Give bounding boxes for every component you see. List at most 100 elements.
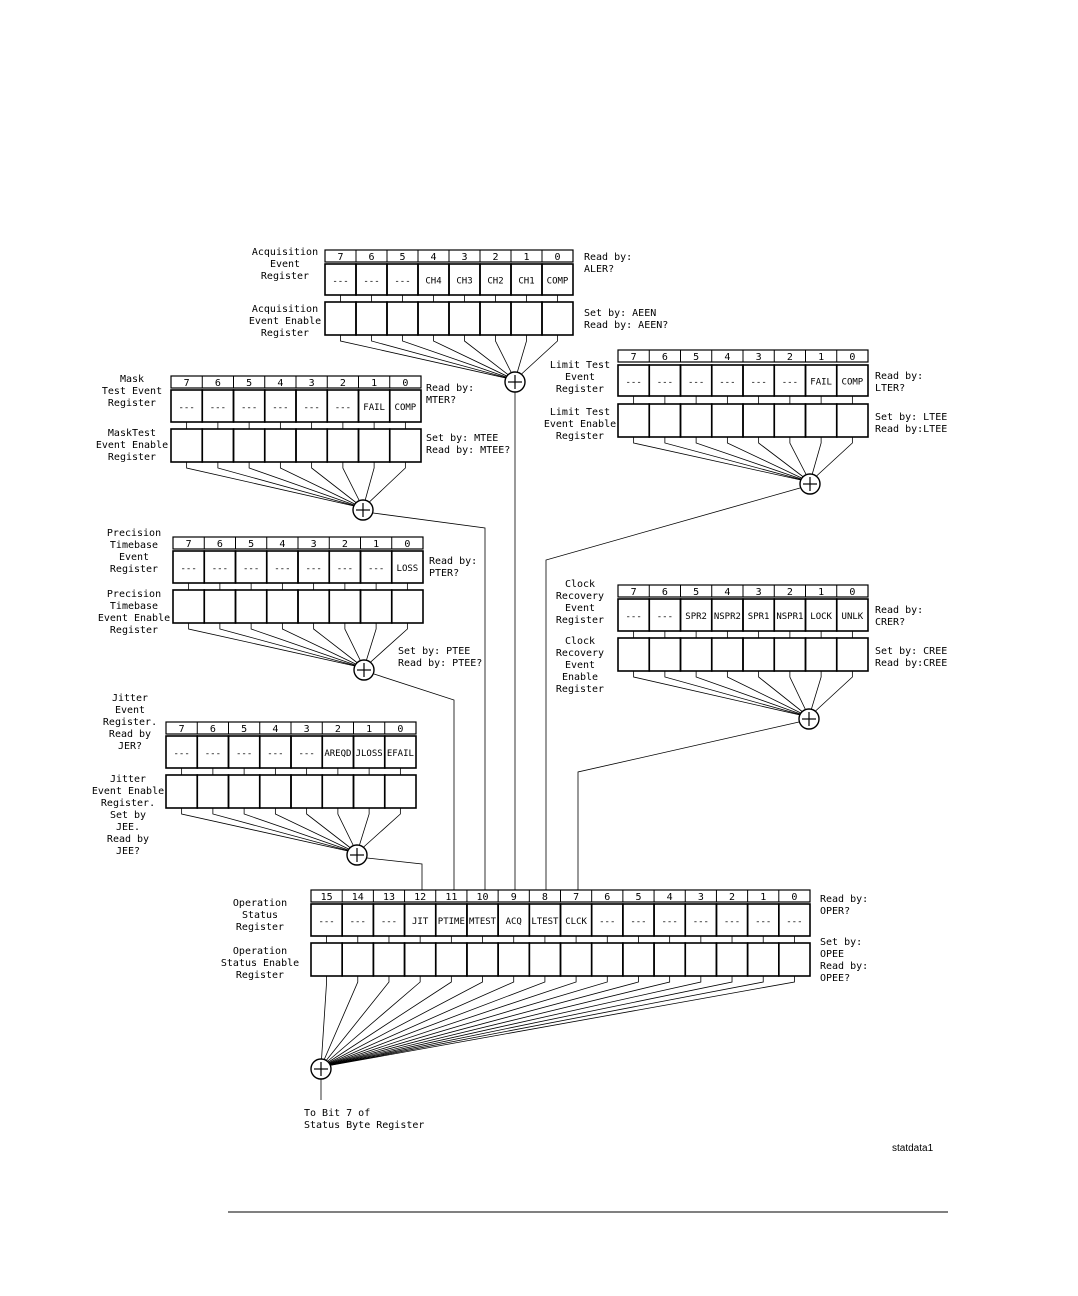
acq-fan-wire (340, 335, 516, 381)
oper-bit-number: 3 (698, 892, 704, 903)
jitter-enable-cell (165, 774, 199, 809)
oper-enable-cell (341, 942, 375, 977)
limit-bit-number: 2 (787, 352, 793, 363)
limit-enable-title: Event Enable (544, 419, 616, 430)
jitter-bit-name: JLOSS (356, 749, 383, 759)
acq-bit-number: 4 (430, 252, 436, 263)
mask-read-by: MTER? (426, 395, 456, 406)
ptime-enable-title: Register (110, 625, 158, 636)
oper-enable-title: Operation (233, 946, 287, 957)
mask-fan-wire (217, 462, 364, 509)
acq-bit-name: CH3 (456, 277, 472, 287)
mask-enable-title: Event Enable (96, 440, 168, 451)
ptime-bit-number: 2 (342, 539, 348, 550)
mask-enable-cell (295, 428, 329, 463)
oper-bit-name: PTIME (438, 917, 465, 927)
jitter-bit-name: AREQD (324, 749, 351, 759)
jitter-enable-title: JEE? (116, 846, 140, 857)
jitter-enable-cell (258, 774, 292, 809)
clock-bit-number: 3 (756, 587, 762, 598)
mask-enable-title: MaskTest (108, 428, 156, 439)
clock-summation-node (798, 708, 820, 730)
oper-bit-number: 7 (573, 892, 579, 903)
ptime-set-by: Read by: PTEE? (398, 658, 482, 669)
oper-bit-name: ACQ (506, 917, 522, 927)
jitter-bit-number: 7 (179, 724, 185, 735)
ptime-bit-name: LOSS (397, 564, 419, 574)
acq-enable-cell (479, 301, 512, 336)
mask-bit-name: --- (303, 403, 319, 413)
acq-bit-name: COMP (547, 277, 569, 287)
ptime-read-by: PTER? (429, 568, 459, 579)
acq-enable-cell (324, 301, 357, 336)
oper-enable-cell (528, 942, 562, 977)
acq-bit-cell (541, 263, 574, 296)
clock-bit-name: SPR2 (685, 612, 707, 622)
oper-read-by: OPER? (820, 906, 850, 917)
clock-enable-cell (679, 637, 713, 672)
jitter-register-title: Event (115, 705, 145, 716)
ptime-fan-wire (188, 623, 365, 669)
clock-bit-number: 7 (631, 587, 637, 598)
mask-bit-cell (388, 389, 422, 423)
clock-enable-cell (710, 637, 744, 672)
limit-register-title: Register (556, 384, 604, 395)
ptime-enable-cell (265, 589, 299, 624)
clock-fan-wire (633, 671, 810, 718)
mask-enable-title: Register (108, 452, 156, 463)
oper-bit-number: 2 (729, 892, 735, 903)
clock-enable-title: Clock (565, 636, 595, 647)
acq-enable-title: Acquisition (252, 304, 318, 315)
oper-bit-name: --- (693, 917, 709, 927)
mask-register-title: Test Event (102, 386, 162, 397)
jitter-enable-cell (196, 774, 230, 809)
oper-enable-cell (372, 942, 406, 977)
ptime-fan-wire (313, 623, 365, 669)
ptime-bit-number: 7 (186, 539, 192, 550)
clock-bit-name: NSPR2 (714, 612, 741, 622)
oper-set-by: Read by: (820, 961, 868, 972)
clock-bit-number: 1 (818, 587, 824, 598)
jitter-fan-wire (306, 808, 358, 854)
jitter-bit-number: 0 (397, 724, 403, 735)
oper-bit-cell (778, 903, 811, 937)
jitter-enable-title: JEE. (116, 822, 140, 833)
ptime-enable-cell (172, 589, 206, 624)
ptime-bit-name: --- (212, 564, 228, 574)
ptime-bit-number: 0 (404, 539, 410, 550)
ptime-register-title: Event (119, 552, 149, 563)
mask-bit-number: 7 (184, 378, 190, 389)
oper-bit-number: 15 (321, 892, 333, 903)
acq-read-by: ALER? (584, 264, 614, 275)
limit-enable-cell (648, 403, 682, 438)
oper-bit-name: --- (786, 917, 802, 927)
oper-enable-cell (778, 942, 811, 977)
mask-enable-cell (170, 428, 204, 463)
clock-register-title: Event (565, 603, 595, 614)
acq-enable-cell (355, 301, 388, 336)
jitter-fan-wire (181, 808, 358, 854)
figure-id: statdata1 (892, 1143, 934, 1154)
limit-bit-name: --- (625, 378, 641, 388)
oper-fan-wire (320, 976, 327, 1068)
clock-enable-cell (804, 637, 838, 672)
oper-bit-number: 14 (352, 892, 364, 903)
jitter-bit-number: 6 (210, 724, 216, 735)
limit-bit-name: FAIL (810, 378, 832, 388)
mask-bit-name: COMP (395, 403, 417, 413)
oper-bit-name: --- (630, 917, 646, 927)
acq-bit-number: 1 (523, 252, 529, 263)
oper-summation-node (310, 1058, 332, 1080)
limit-bit-name: COMP (842, 378, 864, 388)
jitter-enable-cell (321, 774, 355, 809)
acq-enable-cell (386, 301, 419, 336)
clock-bit-number: 0 (849, 587, 855, 598)
acq-summation-node (504, 371, 526, 393)
ptime-enable-cell (328, 589, 362, 624)
oper-fan-wire (320, 976, 515, 1068)
